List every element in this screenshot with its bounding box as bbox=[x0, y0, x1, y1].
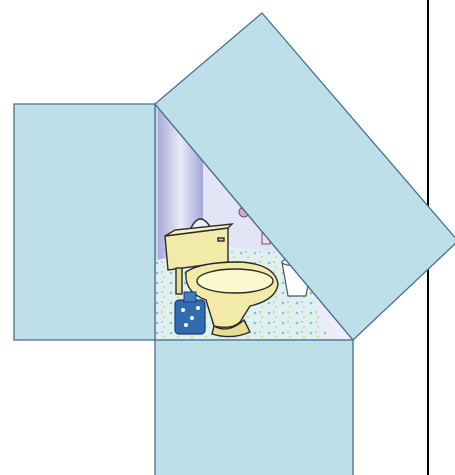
square-left-leg bbox=[14, 104, 155, 340]
square-bottom-leg bbox=[155, 340, 353, 475]
